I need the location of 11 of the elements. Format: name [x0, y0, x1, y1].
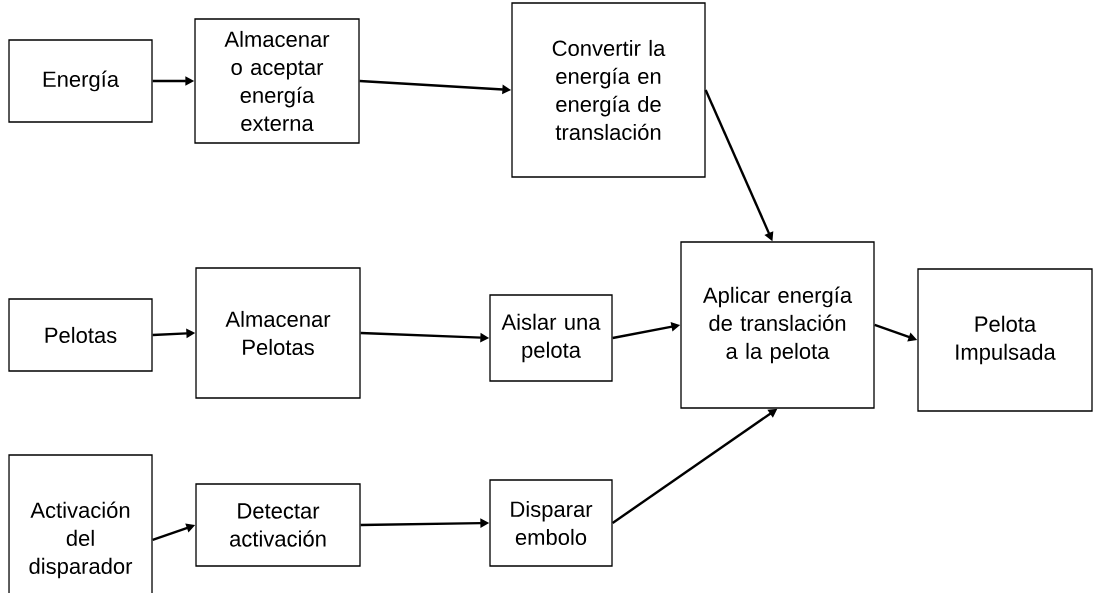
process-box: Aplicar energía de translación a la pelota [680, 241, 875, 409]
process-box: Activación del disparador [8, 454, 153, 593]
process-box: Almacenar o aceptar energía externa [194, 18, 360, 144]
process-box: Pelota Impulsada [917, 268, 1093, 412]
process-box: Almacenar Pelotas [195, 267, 361, 399]
process-box: Detectar activación [195, 483, 361, 567]
process-box: Convertir la energía en energía de translación [511, 2, 706, 178]
process-box: Aislar una pelota [489, 294, 613, 382]
process-box: Disparar embolo [489, 479, 613, 567]
process-box: Pelotas [8, 298, 153, 372]
process-box: Energía [8, 39, 153, 123]
